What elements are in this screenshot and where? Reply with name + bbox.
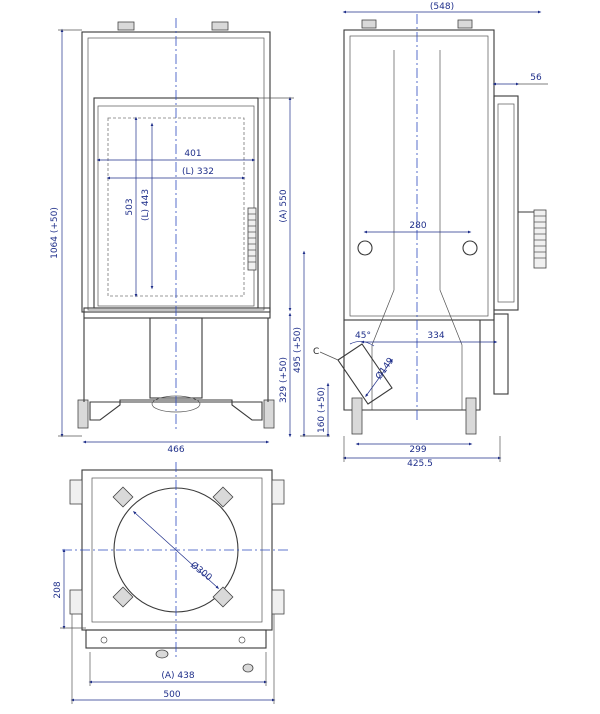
foot-left	[77, 399, 89, 429]
dim-flue-diameter: Ø300	[188, 560, 214, 584]
side-top-bolt-right	[457, 19, 473, 29]
dim-base-height: 329 (+50)	[279, 357, 289, 403]
dim-glass-width-l: (L) 332	[182, 167, 214, 177]
dim-outlet-height: 160 (+50)	[317, 387, 327, 433]
dim-flue-spacing: 280	[409, 221, 426, 231]
foot-base	[89, 399, 263, 421]
top-view: Ø300 208 (A) 438 500	[53, 462, 290, 704]
bolt-top-left	[112, 486, 134, 508]
dim-glass-height: 503	[125, 198, 135, 215]
dim-side-offset: 208	[53, 581, 63, 598]
corner-label: C	[313, 347, 319, 357]
dim-base-to-door: 495 (+50)	[293, 327, 303, 373]
foot-right	[263, 399, 275, 429]
side-handle-spring	[533, 209, 547, 269]
dim-front-width: 466	[167, 445, 184, 455]
bolt-bottom-left	[112, 586, 134, 608]
dim-outer-width: 500	[163, 690, 180, 700]
side-view: (548) 56 280 334 45° Ø149 C 160 (+50) 29…	[313, 2, 548, 469]
side-door-panel	[493, 95, 519, 311]
door-handle-spring	[247, 207, 257, 271]
front-view: 1064 (+50) 466 401 (L) 332 503 (L) 443 (…	[50, 18, 330, 455]
top-bolt-right	[211, 21, 229, 31]
side-foot-front	[351, 397, 363, 435]
top-bolt-left	[117, 21, 135, 31]
flue-hole-left	[357, 240, 373, 256]
flue-hole-right	[462, 240, 478, 256]
side-top-bolt-left	[361, 19, 377, 29]
side-body	[343, 29, 495, 321]
dim-rear-outlet: 334	[427, 331, 444, 341]
dim-door-height: (A) 550	[279, 189, 289, 222]
dim-total-height: 1064 (+50)	[50, 207, 60, 259]
bolt-top-right	[212, 486, 234, 508]
dim-base-depth: 425.5	[407, 459, 433, 469]
dim-foot-spacing: 299	[409, 445, 426, 455]
dim-glass-height-l: (L) 443	[141, 189, 151, 221]
side-foot-rear	[465, 397, 477, 435]
dim-inner-width: (A) 438	[161, 671, 194, 681]
dim-angle: 45°	[355, 331, 371, 341]
dim-outlet-diameter: Ø149	[373, 355, 396, 381]
bolt-bottom-right	[212, 586, 234, 608]
dim-handle-offset: 56	[530, 73, 542, 83]
dim-side-depth: (548)	[430, 2, 454, 12]
dim-glass-width: 401	[184, 149, 201, 159]
